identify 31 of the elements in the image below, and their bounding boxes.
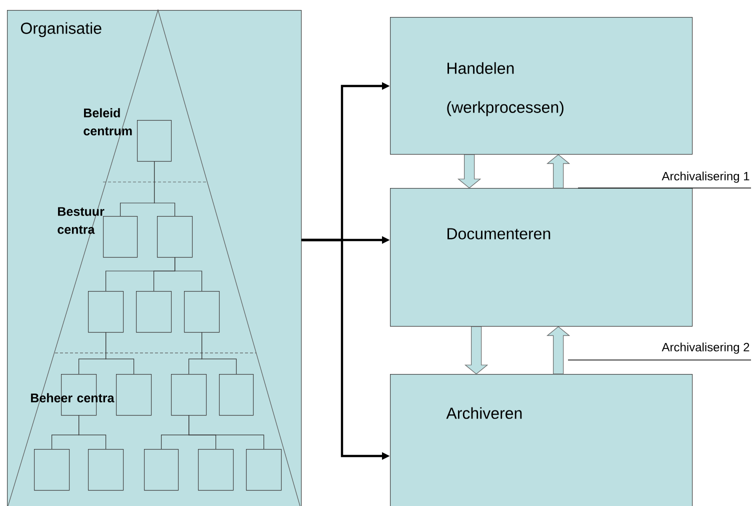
process-box: Handelen (werkprocessen)	[390, 17, 693, 155]
process-box: Archiveren	[390, 374, 693, 506]
org-box	[246, 448, 282, 491]
org-box	[184, 291, 220, 333]
callout-text: Archivalisering 2	[662, 342, 750, 354]
org-box	[88, 291, 124, 333]
level-label: Bestuur centra	[58, 207, 104, 234]
block-arrow	[546, 154, 570, 188]
org-box	[116, 374, 152, 416]
org-box	[171, 374, 207, 416]
connector-line	[174, 257, 202, 292]
connector-line	[188, 415, 264, 450]
process-box: Documenteren	[390, 188, 693, 327]
org-box	[34, 448, 70, 491]
org-box	[219, 374, 254, 416]
callout-text: Archivalisering 1	[662, 172, 750, 183]
connector-line	[106, 332, 134, 374]
connector-line	[154, 161, 176, 216]
org-box	[144, 448, 179, 491]
org-box	[88, 448, 124, 491]
level-label: Beleid centrum	[84, 108, 132, 136]
org-box	[137, 120, 172, 162]
block-arrow	[546, 326, 570, 374]
connector-line	[202, 332, 237, 374]
org-box	[157, 216, 193, 258]
block-arrow	[457, 154, 482, 188]
connector-line	[78, 415, 106, 450]
block-arrow	[464, 326, 488, 374]
org-box	[198, 448, 234, 491]
org-box	[136, 291, 172, 333]
org-box	[103, 216, 138, 258]
